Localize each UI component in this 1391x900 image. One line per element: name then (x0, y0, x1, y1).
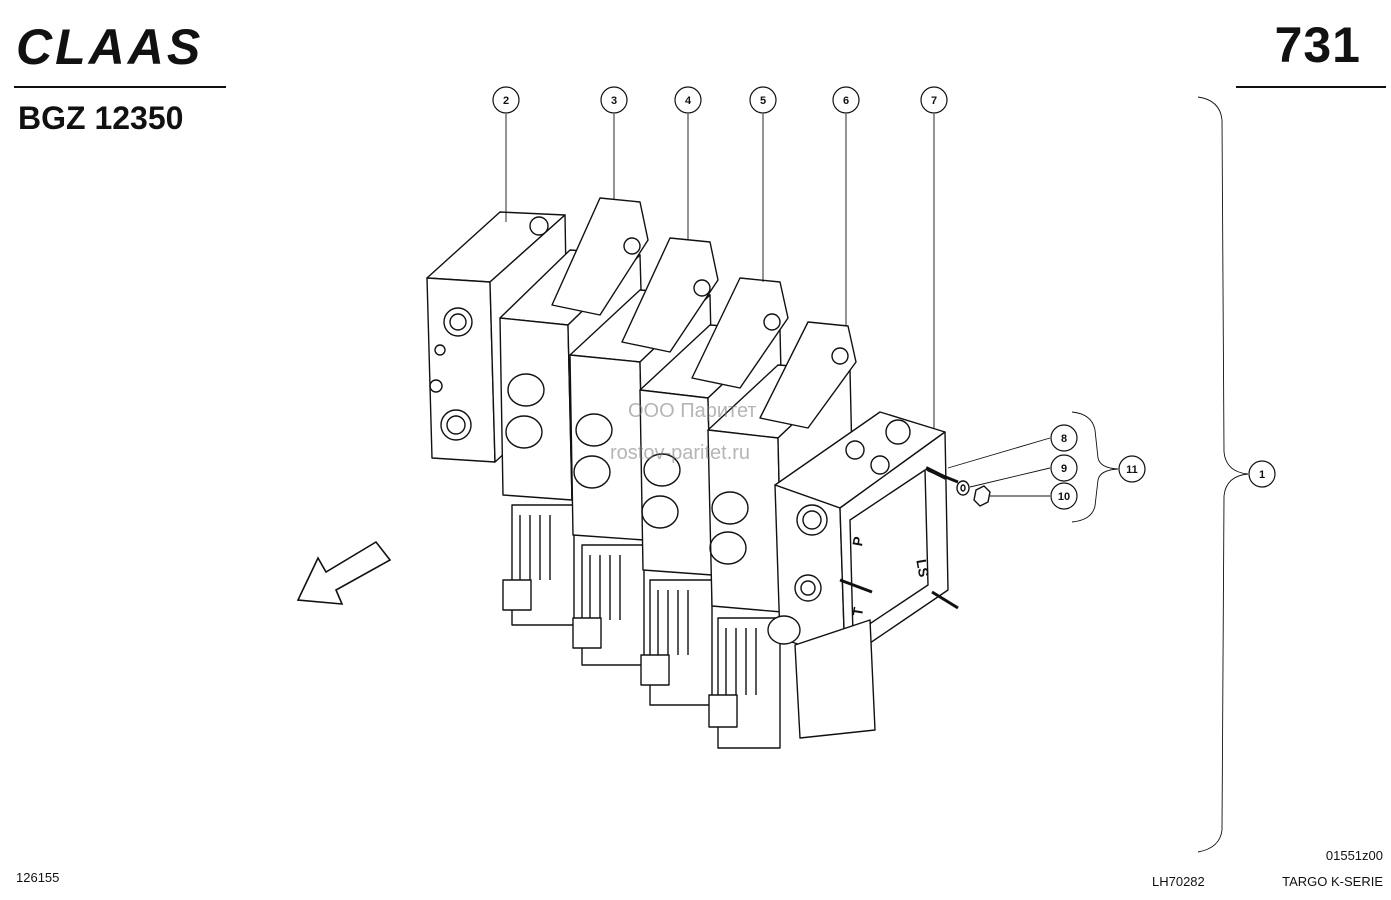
watermark-site: rostov-paritet.ru (610, 442, 751, 464)
callout-1-label: 1 (1259, 469, 1265, 481)
header-rule-left (14, 86, 226, 88)
group-code: BGZ 12350 (18, 100, 184, 136)
header-rule-right (1236, 86, 1386, 88)
footer-series: TARGO K-SERIE (1282, 874, 1383, 889)
callout-3-label: 3 (611, 95, 617, 107)
callout-2 (492, 86, 520, 114)
watermark-company: ООО Паритет (628, 400, 757, 422)
callout-2-label: 2 (503, 95, 509, 107)
direction-arrow (296, 540, 392, 605)
footer-left-code: 126155 (16, 870, 60, 885)
callout-4 (674, 86, 702, 114)
callout-9 (1050, 454, 1078, 482)
callout-5-label: 5 (760, 95, 766, 107)
end-plate (767, 411, 949, 739)
callout-6 (832, 86, 860, 114)
callout-5 (749, 86, 777, 114)
panel-label-ls: LS (913, 558, 932, 578)
footer-ref-code: LH70282 (1152, 874, 1205, 889)
claas-logo: CLAAS (16, 22, 203, 72)
panel-label-p: P (849, 535, 866, 547)
svg-text:CLAAS: CLAAS (16, 22, 203, 72)
callout-6-label: 6 (843, 95, 849, 107)
callout-9-label: 9 (1061, 463, 1067, 475)
callout-10-label: 10 (1058, 491, 1070, 503)
panel-lettering: P LS T (849, 535, 932, 617)
callout-4-label: 4 (685, 95, 692, 107)
valve-section-6 (707, 321, 857, 749)
callout-8-label: 8 (1061, 433, 1067, 445)
callouts (492, 86, 1276, 510)
footer-drawing-code: 01551z00 (1325, 848, 1383, 863)
callout-7 (920, 86, 948, 114)
callout-7-label: 7 (931, 95, 937, 107)
callout-11 (1118, 455, 1146, 483)
callout-10 (1050, 482, 1078, 510)
callout-8 (1050, 424, 1078, 452)
panel-label-t: T (849, 606, 866, 618)
callout-1 (1248, 460, 1276, 488)
page-number: 731 (1274, 17, 1361, 73)
callout-11-label: 11 (1126, 464, 1138, 476)
callout-3 (600, 86, 628, 114)
